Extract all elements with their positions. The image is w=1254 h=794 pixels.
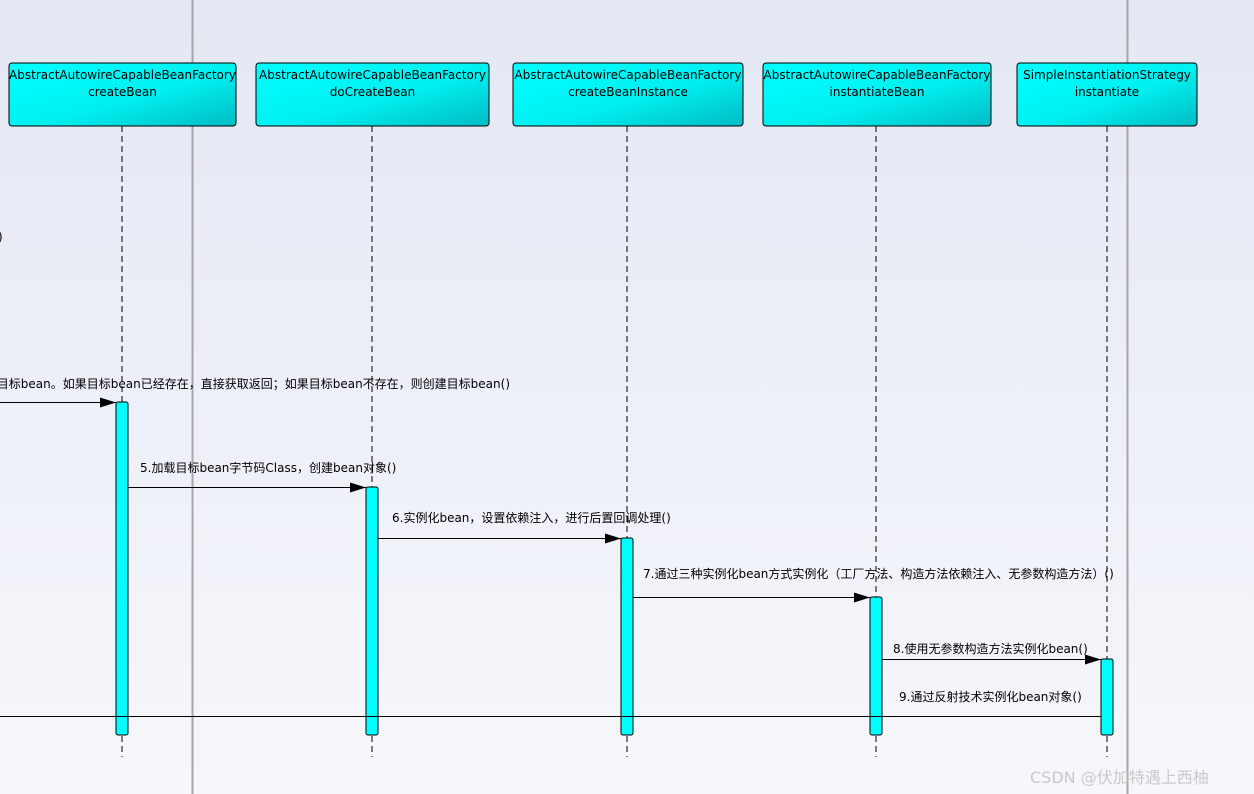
- message-label-4: 获取目标bean。如果目标bean已经存在，直接获取返回；如果目标bean不存在…: [0, 377, 510, 391]
- lifeline-class-name: AbstractAutowireCapableBeanFactory: [9, 68, 236, 82]
- message-label-8: 8.使用无参数构造方法实例化bean(): [893, 642, 1088, 656]
- lifeline-method-name: instantiate: [1074, 85, 1140, 99]
- lifeline-instantiate: [1016, 62, 1198, 757]
- activation-bar: [115, 401, 129, 736]
- lifeline-class-name: AbstractAutowireCapableBeanFactory: [763, 68, 991, 82]
- lifeline-header-instantiateBean: AbstractAutowireCapableBeanFactory insta…: [763, 67, 991, 101]
- lifeline-class-name: SimpleInstantiationStrategy: [1023, 68, 1191, 82]
- lifeline-method-name: doCreateBean: [329, 85, 416, 99]
- lifeline-class-name: AbstractAutowireCapableBeanFactory: [259, 68, 486, 82]
- message-label-9: 9.通过反射技术实例化bean对象(): [899, 690, 1082, 704]
- lifeline-header-instantiate: SimpleInstantiationStrategy instantiate: [1017, 67, 1197, 101]
- lifeline-header-box[interactable]: [512, 62, 744, 127]
- lifeline-header-doCreateBean: AbstractAutowireCapableBeanFactory doCre…: [256, 67, 489, 101]
- lifeline-method-name: instantiateBean: [829, 85, 925, 99]
- activation-bar: [869, 596, 883, 736]
- lifeline-instantiateBean: [762, 62, 992, 757]
- activation-bar: [1100, 658, 1114, 736]
- message-label-5: 5.加载目标bean字节码Class，创建bean对象(): [140, 461, 397, 475]
- watermark: CSDN @伏加特遇上西柚: [1030, 768, 1209, 787]
- message-label-6: 6.实例化bean，设置依赖注入，进行后置回调处理(): [392, 511, 671, 525]
- lifeline-createBean: [8, 62, 237, 757]
- lifeline-method-name: createBean: [88, 85, 157, 99]
- lifeline-header-createBeanInstance: AbstractAutowireCapableBeanFactory creat…: [513, 67, 743, 101]
- activation-bar: [365, 486, 379, 736]
- activation-bar: [620, 537, 634, 736]
- lifeline-class-name: AbstractAutowireCapableBeanFactory: [514, 68, 742, 82]
- lifeline-header-createBean: AbstractAutowireCapableBeanFactory creat…: [9, 67, 236, 101]
- lifeline-doCreateBean: [255, 62, 490, 757]
- lifeline-createBeanInstance: [512, 62, 744, 757]
- lifeline-method-name: createBeanInstance: [568, 85, 688, 99]
- message-label-partial: ): [0, 230, 3, 244]
- lifeline-header-box[interactable]: [762, 62, 992, 127]
- message-label-7: 7.通过三种实例化bean方式实例化（工厂方法、构造方法依赖注入、无参数构造方法…: [643, 567, 1114, 581]
